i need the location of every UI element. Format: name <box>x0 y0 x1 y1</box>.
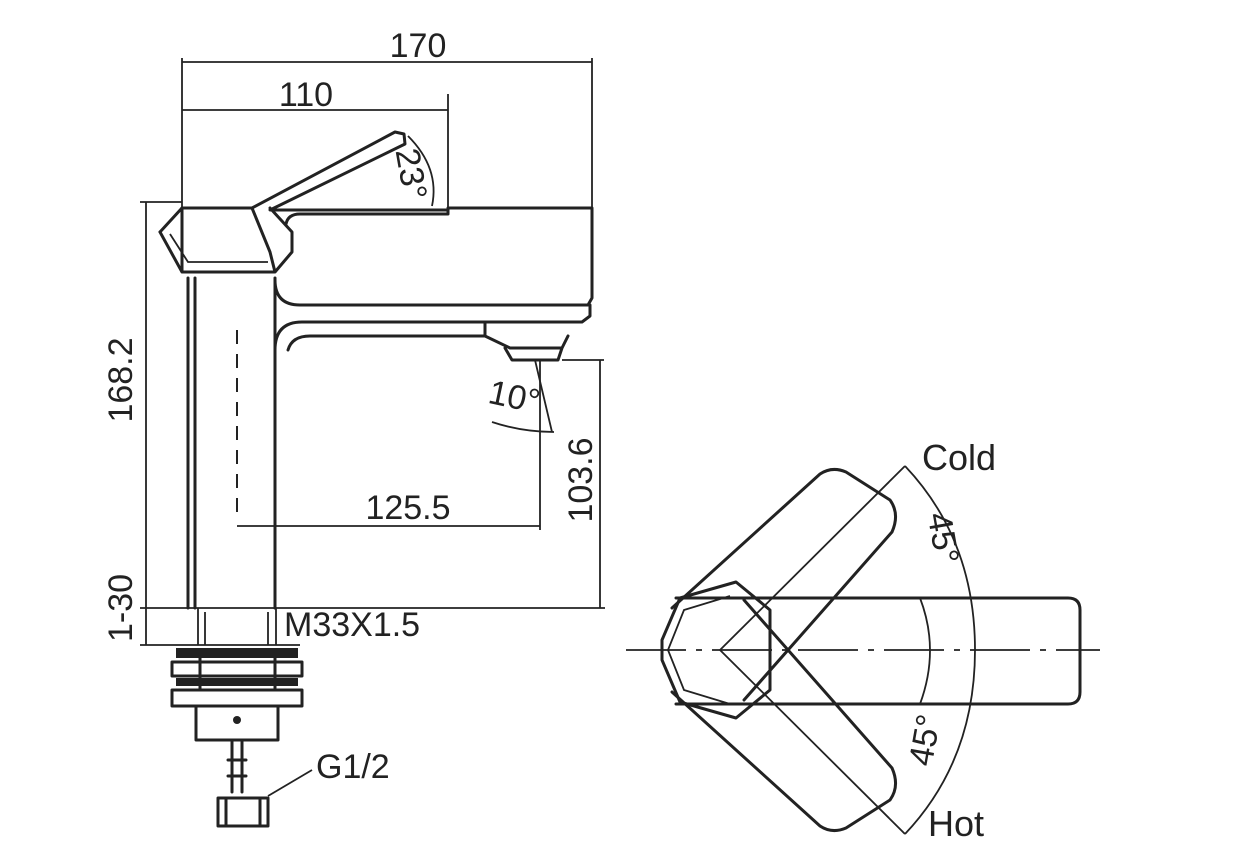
lever-center-inner <box>919 597 931 705</box>
spout-inner-curve <box>286 320 487 352</box>
inlet-nut <box>216 796 270 828</box>
inlet-hose <box>226 738 248 794</box>
side-view: 170 110 23° 168.2 1-30 125.5 10° 103.6 M… <box>102 27 605 828</box>
lever-hub <box>660 580 772 720</box>
mount-thread-label: M33X1.5 <box>284 606 420 644</box>
dim-168-label: 168.2 <box>102 337 140 422</box>
aerator <box>483 334 570 362</box>
rotation-arc <box>904 465 976 835</box>
lever-cold-position <box>670 467 897 702</box>
lever-hot-position <box>670 598 897 833</box>
lower-body-dot <box>233 716 241 724</box>
lever-center-position <box>674 596 1082 706</box>
top-view: Cold Hot 45° 45° <box>626 437 1100 844</box>
inlet-leader <box>267 769 313 797</box>
dim-10-arc <box>491 421 555 433</box>
mounting-shank <box>197 608 277 645</box>
lever-base-shade <box>169 233 268 263</box>
cold-label: Cold <box>922 437 996 478</box>
dim-110-label: 110 <box>279 76 333 114</box>
spout-outline <box>273 206 594 307</box>
lower-body <box>194 704 280 742</box>
dim-125-label: 125.5 <box>365 489 450 527</box>
hot-label: Hot <box>928 803 984 844</box>
cold-angle-label: 45° <box>920 509 966 566</box>
dim-170-label: 170 <box>390 27 447 65</box>
dim-130-label: 1-30 <box>102 574 140 642</box>
dim-10-ray <box>534 359 553 433</box>
lever-base <box>158 206 294 274</box>
lever-hub-inner <box>667 595 731 705</box>
spout-underside <box>273 303 592 610</box>
inlet-thread-label: G1/2 <box>316 748 390 786</box>
dim-10-label: 10° <box>485 373 543 421</box>
top-hot-centerline <box>719 649 906 835</box>
faucet-column-outline <box>186 276 277 610</box>
dim-103-label: 103.6 <box>562 437 600 522</box>
top-cold-centerline <box>719 465 906 651</box>
fixing-nut <box>170 648 304 708</box>
dim-23-label: 23° <box>388 145 434 202</box>
hot-angle-label: 45° <box>902 711 948 768</box>
dim-23-arc <box>407 135 435 207</box>
